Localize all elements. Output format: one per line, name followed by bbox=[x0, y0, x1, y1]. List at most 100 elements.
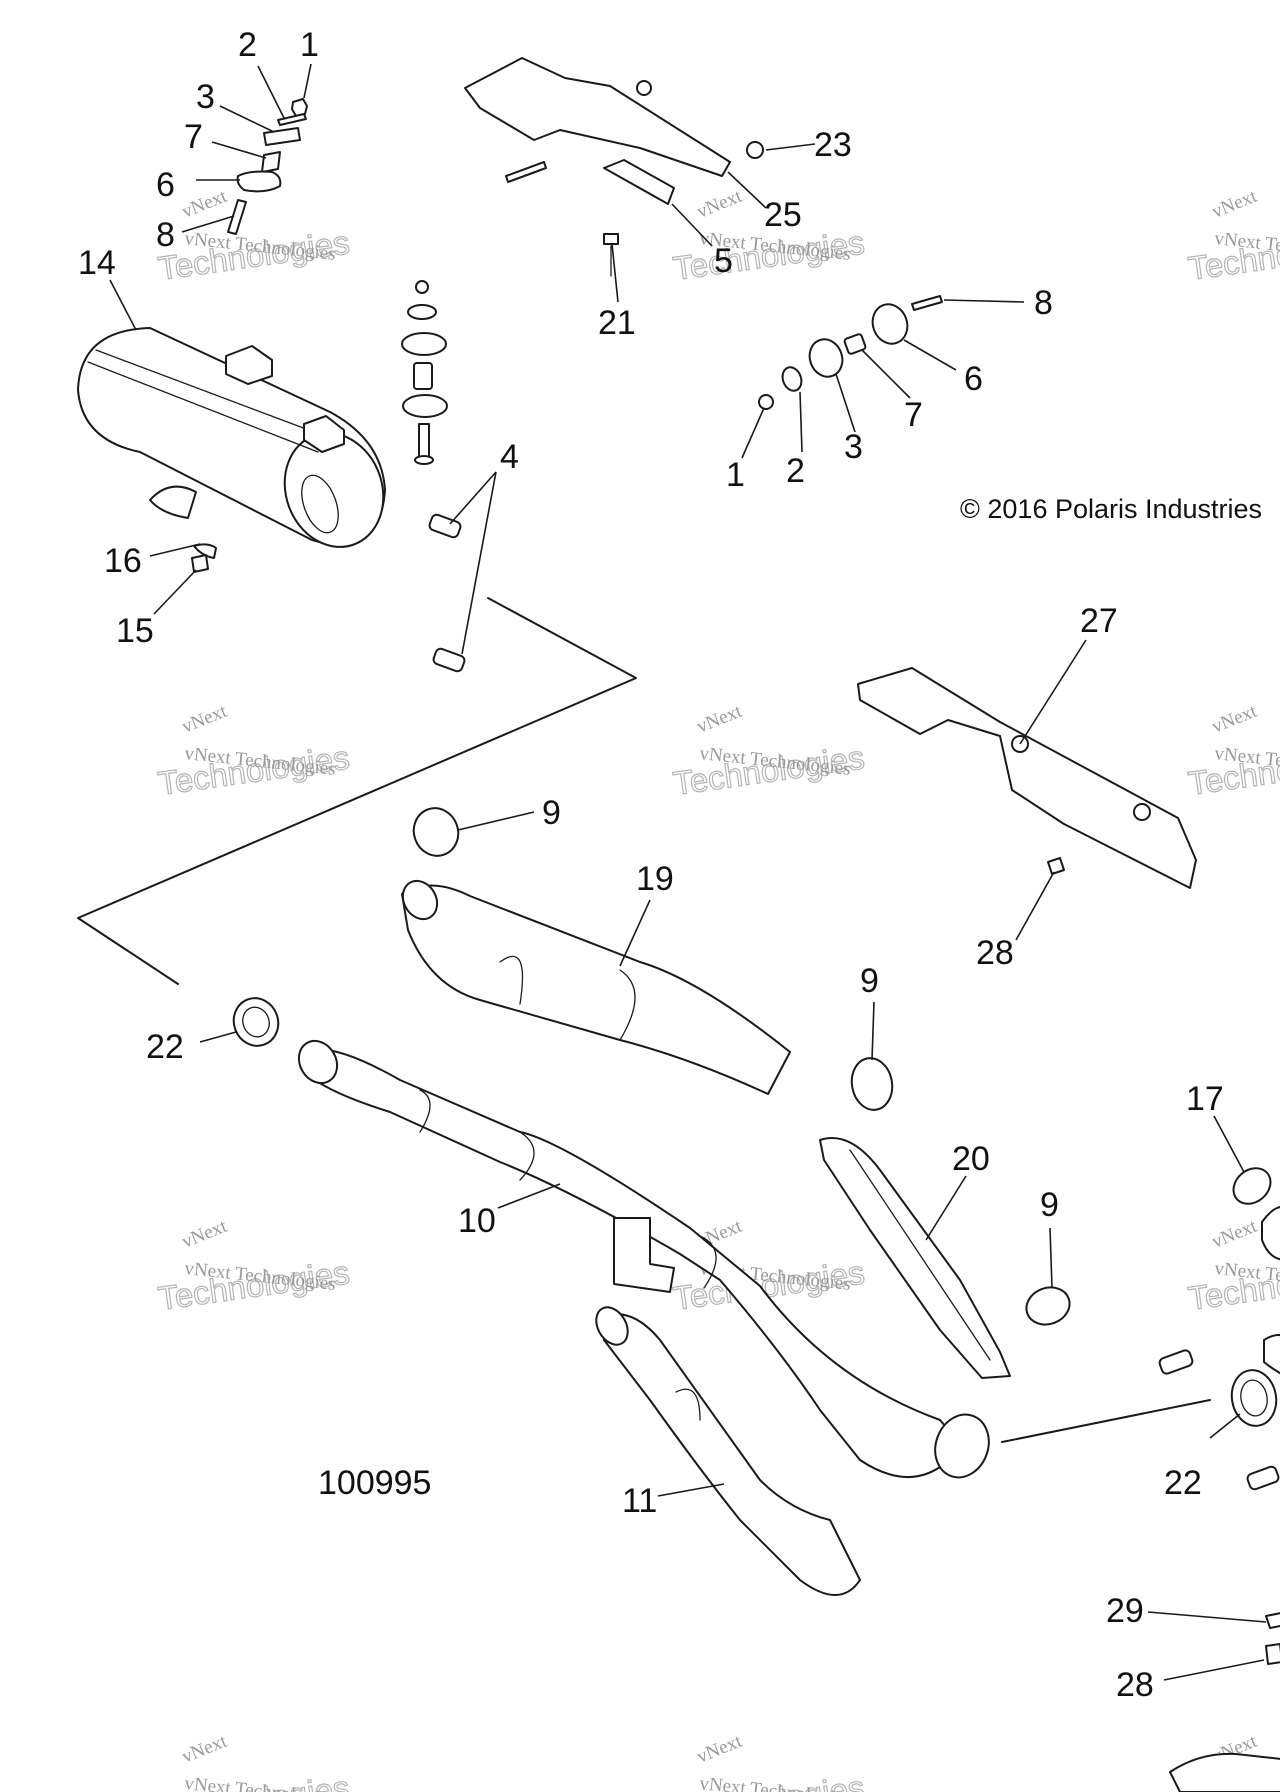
clamp-9-middle bbox=[850, 1057, 894, 1111]
muffler-bracket-side bbox=[303, 415, 345, 453]
muffler-bracket-top bbox=[225, 345, 273, 385]
grommet-lower-part bbox=[236, 170, 282, 193]
callout-10: 10 bbox=[458, 1202, 496, 1240]
grommet-part bbox=[401, 332, 447, 356]
pipe-19-seam-2 bbox=[619, 969, 636, 1041]
muffler-seam-2 bbox=[87, 361, 319, 453]
bolt-part bbox=[227, 199, 247, 235]
head-pipe-19 bbox=[401, 879, 791, 1095]
callout-16: 16 bbox=[104, 542, 142, 580]
bolt-head-part bbox=[414, 455, 434, 465]
pipe-10-mount-tab bbox=[613, 1217, 675, 1293]
callout-labels: 1 2 3 7 6 8 14 16 15 4 23 25 5 21 8 6 7 … bbox=[78, 26, 1224, 1704]
callout-29: 29 bbox=[1106, 1592, 1144, 1630]
watermark-tag: vNext bbox=[179, 1731, 231, 1768]
nut-part bbox=[415, 280, 429, 294]
heat-shield-20-rib bbox=[849, 1149, 991, 1361]
center-isolator-stack bbox=[401, 280, 448, 465]
gasket-22-right-inner bbox=[1240, 1379, 1268, 1417]
watermark-tag: vNext bbox=[179, 186, 231, 223]
callout-6: 6 bbox=[156, 166, 175, 204]
pipe-10-body bbox=[303, 1048, 963, 1479]
callout-1-right: 1 bbox=[726, 456, 745, 494]
heat-shield-25 bbox=[464, 57, 731, 177]
watermark-tag: vNext bbox=[1209, 701, 1261, 738]
top-heat-shield bbox=[464, 57, 764, 277]
callout-22-left: 22 bbox=[146, 1028, 184, 1066]
callout-23: 23 bbox=[814, 126, 852, 164]
callout-9-middle: 9 bbox=[860, 962, 879, 1000]
assembly-boundary-lines bbox=[77, 597, 1211, 1443]
pipe-10-seam-3 bbox=[699, 1235, 717, 1289]
callout-21: 21 bbox=[598, 304, 636, 342]
watermark-tag: vNext bbox=[179, 701, 231, 738]
callout-2: 2 bbox=[238, 26, 257, 64]
nut-part bbox=[636, 80, 652, 96]
clamp-9-lower bbox=[1025, 1286, 1071, 1326]
callout-3: 3 bbox=[196, 78, 215, 116]
right-pipe-end-2 bbox=[1263, 1334, 1280, 1375]
bolt-15-part bbox=[191, 554, 209, 573]
callout-2-right: 2 bbox=[786, 452, 805, 490]
bolt-part bbox=[505, 161, 547, 183]
right-pipe-end bbox=[1261, 1206, 1280, 1261]
boundary-polyline bbox=[77, 597, 637, 985]
callout-20: 20 bbox=[952, 1140, 990, 1178]
muffler bbox=[77, 327, 386, 573]
callout-5: 5 bbox=[714, 242, 733, 280]
callout-8-right: 8 bbox=[1034, 284, 1053, 322]
shield-bolt-hole bbox=[1133, 803, 1151, 821]
bracket-5 bbox=[603, 159, 675, 205]
spacer-part bbox=[261, 151, 281, 173]
callout-14: 14 bbox=[78, 244, 116, 282]
main-pipe-10 bbox=[297, 1039, 990, 1479]
gasket-22-right bbox=[1230, 1369, 1278, 1427]
callout-27: 27 bbox=[1080, 602, 1118, 640]
clamp-9-upper bbox=[412, 807, 460, 857]
spring-right-2 bbox=[1246, 1465, 1280, 1491]
watermark-tag: vNext bbox=[1209, 186, 1261, 223]
boundary-line-right bbox=[1001, 1399, 1211, 1443]
rear-heat-shield bbox=[857, 667, 1197, 889]
grommet-part bbox=[808, 338, 844, 378]
copyright-text: © 2016 Polaris Industries bbox=[960, 494, 1262, 524]
pipe-19-seam bbox=[499, 955, 524, 1005]
callout-4: 4 bbox=[500, 438, 519, 476]
seal-17 bbox=[1232, 1167, 1272, 1205]
pipe-10-flange bbox=[297, 1039, 339, 1085]
callout-25: 25 bbox=[764, 196, 802, 234]
gasket-inner bbox=[242, 1006, 270, 1038]
callout-3-right: 3 bbox=[844, 428, 863, 466]
washer-part bbox=[407, 304, 437, 320]
grommet-lower-part bbox=[402, 394, 448, 418]
spring-lower bbox=[432, 647, 466, 673]
spacer-part bbox=[843, 333, 867, 355]
bottom-right-bracket bbox=[1169, 1752, 1280, 1792]
right-edge-parts bbox=[1158, 1167, 1280, 1792]
callout-9-upper: 9 bbox=[542, 794, 561, 832]
pipe-10-seam bbox=[419, 1089, 431, 1133]
heat-shield-27 bbox=[857, 667, 1197, 889]
watermark-tag: vNext bbox=[694, 186, 746, 223]
pipe-10-outlet-flange bbox=[934, 1413, 990, 1479]
bracket-29 bbox=[1265, 1612, 1280, 1629]
clamps bbox=[412, 807, 1071, 1326]
gasket-22-left bbox=[232, 997, 280, 1047]
nut-23-part bbox=[746, 141, 764, 159]
springs bbox=[428, 513, 466, 673]
gasket-outer bbox=[232, 997, 280, 1047]
watermark-tag: vNext bbox=[694, 1731, 746, 1768]
right-hardware-row bbox=[758, 295, 943, 410]
muffler-outlet bbox=[301, 474, 339, 534]
bolt-21-part bbox=[603, 233, 619, 245]
spring-right bbox=[1158, 1349, 1194, 1375]
pipe-11-body bbox=[599, 1313, 861, 1596]
diagram-number: 100995 bbox=[318, 1464, 431, 1502]
